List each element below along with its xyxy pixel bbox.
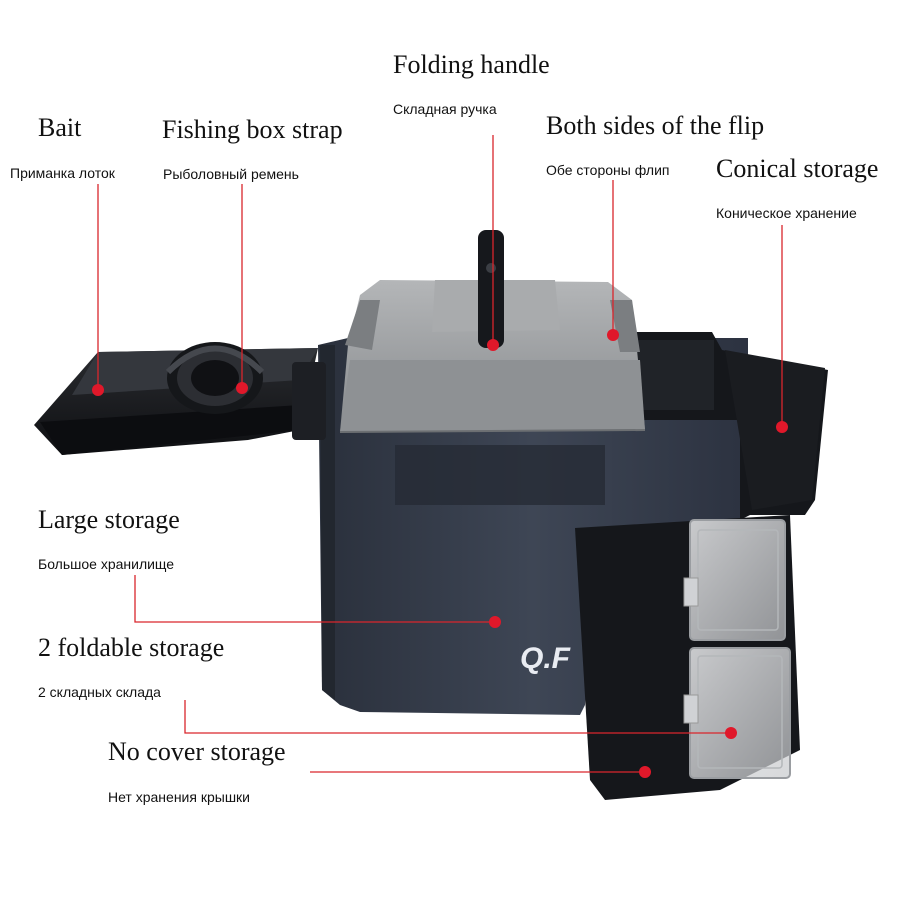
callout-large-title: Large storage (38, 505, 180, 534)
leader-line-large (134, 575, 495, 623)
brand-logo: Q.F (520, 642, 571, 675)
callout-dots (92, 329, 788, 778)
callout-handle-title: Folding handle (393, 50, 550, 79)
dot-large (489, 616, 501, 628)
callout-large-subtitle: Большое хранилище (38, 556, 175, 572)
foldable-drawer (575, 515, 800, 800)
leader-line-foldable (184, 700, 731, 734)
callout-conical-title: Conical storage (716, 154, 879, 183)
dot-conical (776, 421, 788, 433)
callout-nocover-title: No cover storage (108, 737, 286, 766)
callout-strap-subtitle: Рыболовный ремень (163, 166, 299, 182)
callout-bait-subtitle: Приманка лоток (10, 165, 115, 181)
callout-bait-title: Bait (38, 113, 82, 142)
callout-flip-subtitle: Обе стороны флип (546, 162, 670, 178)
callout-strap-title: Fishing box strap (162, 115, 343, 144)
callout-foldable-title: 2 foldable storage (38, 633, 225, 662)
callout-foldable-subtitle: 2 складных склада (38, 684, 161, 700)
box-lid (339, 280, 646, 433)
callout-flip-title: Both sides of the flip (546, 111, 765, 140)
dot-strap (236, 382, 248, 394)
callout-conical-subtitle: Коническое хранение (716, 205, 857, 221)
conical-storage (620, 332, 828, 520)
callout-handle-subtitle: Складная ручка (393, 101, 497, 117)
dot-nocover (639, 766, 651, 778)
callout-nocover-subtitle: Нет хранения крышки (108, 789, 250, 805)
leader-lines (97, 135, 783, 773)
strap-reel (165, 342, 265, 414)
dot-flip (607, 329, 619, 341)
dot-handle (487, 339, 499, 351)
folding-handle (478, 230, 504, 348)
dot-bait (92, 384, 104, 396)
dot-foldable (725, 727, 737, 739)
